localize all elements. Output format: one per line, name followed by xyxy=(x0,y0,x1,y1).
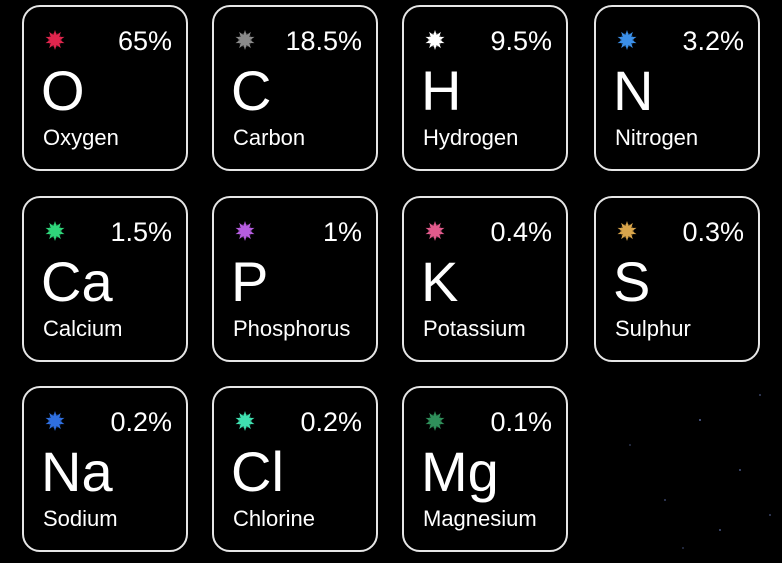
element-name: Potassium xyxy=(423,316,526,341)
element-symbol: C xyxy=(231,59,272,122)
element-name: Hydrogen xyxy=(423,125,519,150)
element-tile-sodium: 0.2% Na Sodium xyxy=(22,386,188,552)
element-symbol: O xyxy=(41,59,85,122)
element-tile-calcium: 1.5% Ca Calcium xyxy=(22,196,188,362)
element-tile-oxygen: 65% O Oxygen xyxy=(22,5,188,171)
element-percent: 0.2% xyxy=(110,407,172,437)
element-symbol: Cl xyxy=(231,440,284,503)
star-icon xyxy=(45,30,65,50)
element-tile-phosphorus: 1% P Phosphorus xyxy=(212,196,378,362)
element-percent: 0.4% xyxy=(490,217,552,247)
element-name: Sulphur xyxy=(615,316,691,341)
element-name: Chlorine xyxy=(233,506,315,531)
element-tile-chlorine: 0.2% Cl Chlorine xyxy=(212,386,378,552)
element-tile-sulphur: 0.3% S Sulphur xyxy=(594,196,760,362)
element-tile-magnesium: 0.1% Mg Magnesium xyxy=(402,386,568,552)
element-name: Nitrogen xyxy=(615,125,699,150)
star-icon xyxy=(45,221,65,241)
element-percent: 65% xyxy=(117,26,172,56)
element-tile-nitrogen: 3.2% N Nitrogen xyxy=(594,5,760,171)
element-percent: 0.3% xyxy=(682,217,744,247)
element-name: Phosphorus xyxy=(233,316,351,341)
star-icon xyxy=(45,411,65,431)
element-name: Calcium xyxy=(43,316,123,341)
star-icon xyxy=(425,221,445,241)
element-symbol: P xyxy=(231,250,269,313)
element-percent: 9.5% xyxy=(490,26,552,56)
element-symbol: H xyxy=(421,59,462,122)
element-tile-potassium: 0.4% K Potassium xyxy=(402,196,568,362)
star-icon xyxy=(617,30,637,50)
element-symbol: K xyxy=(421,250,459,313)
element-name: Oxygen xyxy=(43,125,119,150)
star-icon xyxy=(235,221,255,241)
element-symbol: Mg xyxy=(421,440,499,503)
element-percent: 18.5% xyxy=(285,26,362,56)
element-percent: 0.1% xyxy=(490,407,552,437)
element-tile-carbon: 18.5% C Carbon xyxy=(212,5,378,171)
element-symbol: Ca xyxy=(41,250,113,313)
star-icon xyxy=(425,411,445,431)
star-icon xyxy=(235,411,255,431)
element-symbol: N xyxy=(613,59,654,122)
element-name: Carbon xyxy=(233,125,306,150)
star-icon xyxy=(425,30,445,50)
element-percent: 1.5% xyxy=(110,217,172,247)
element-symbol: Na xyxy=(41,440,113,503)
element-name: Sodium xyxy=(43,506,118,531)
element-name: Magnesium xyxy=(423,506,537,531)
element-symbol: S xyxy=(613,250,651,313)
star-icon xyxy=(617,221,637,241)
element-percent: 3.2% xyxy=(682,26,744,56)
element-percent: 1% xyxy=(322,217,362,247)
element-percent: 0.2% xyxy=(300,407,362,437)
star-icon xyxy=(235,30,255,50)
element-tile-hydrogen: 9.5% H Hydrogen xyxy=(402,5,568,171)
